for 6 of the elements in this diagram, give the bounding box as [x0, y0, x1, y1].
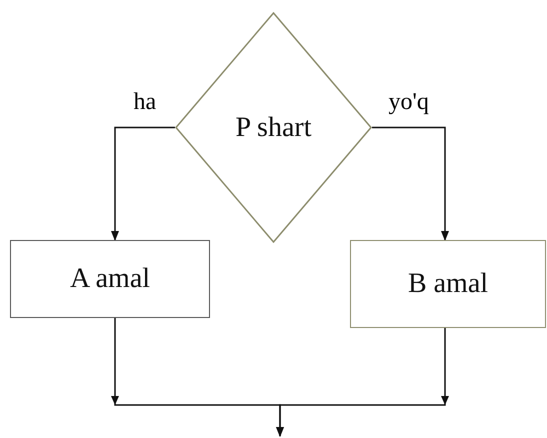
- node-text: B amal: [408, 268, 488, 300]
- node-text: A amal: [70, 263, 150, 295]
- process-box: [10, 240, 210, 318]
- node-text: P shart: [236, 112, 312, 144]
- decision-diamond: [175, 12, 372, 243]
- process-box: [350, 240, 546, 328]
